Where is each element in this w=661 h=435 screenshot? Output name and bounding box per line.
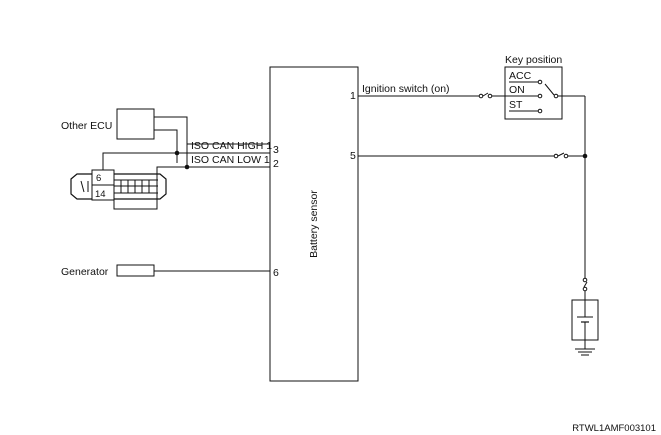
other-ecu-wire-low (154, 129, 178, 163)
generator-box (116, 264, 155, 277)
battery-sensor-label: Battery sensor (308, 190, 320, 258)
pin-1-label: 1 (350, 90, 356, 102)
key-pos-on: ON (509, 84, 525, 96)
fuse-contact (553, 152, 569, 159)
key-pos-acc: ACC (509, 70, 532, 82)
ignition-switch-label: Ignition switch (on) (362, 83, 450, 95)
diagnostic-connector (70, 169, 167, 201)
pin-3-label: 3 (273, 144, 279, 156)
junction-dot (582, 153, 588, 159)
connector-pin-6-label: 6 (96, 173, 101, 184)
figure-id: RTWL1AMF003101 (572, 423, 656, 434)
pin-6-label: 6 (273, 267, 279, 279)
can-low-label: ISO CAN LOW 1 (191, 154, 270, 166)
key-position-title: Key position (505, 54, 562, 66)
fusible-link (582, 277, 588, 292)
junction-dot (184, 164, 190, 170)
pin-2-label: 2 (273, 158, 279, 170)
ground-icon (575, 348, 595, 356)
dlc-wire-pin6 (102, 144, 178, 170)
connector-pin-14-label: 14 (95, 189, 106, 200)
key-position-box (504, 66, 563, 120)
other-ecu-wire-high (154, 116, 270, 145)
battery-sensor-box (269, 66, 359, 382)
key-switch-arm (544, 83, 555, 96)
ignition-switch-contact (478, 92, 493, 99)
other-ecu-box (116, 108, 155, 140)
generator-label: Generator (61, 266, 109, 278)
key-pos-st: ST (509, 99, 523, 111)
other-ecu-label: Other ECU (61, 120, 112, 132)
junction-dot (174, 150, 180, 156)
pin-5-label: 5 (350, 150, 356, 162)
can-high-label: ISO CAN HIGH 1 (191, 140, 272, 152)
